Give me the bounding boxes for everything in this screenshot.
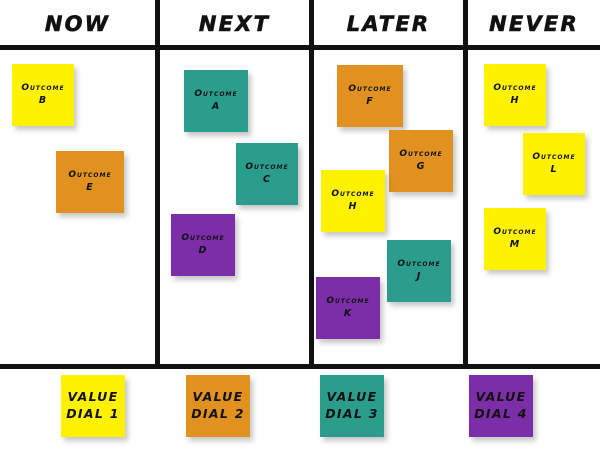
outcome-note-line1: Outcome <box>68 170 112 181</box>
value-dial-line2: DIAL 2 <box>191 406 245 421</box>
outcome-note-line1: Outcome <box>493 227 537 238</box>
value-dial-line1: VALUE <box>192 389 244 405</box>
value-dial-line1: VALUE <box>67 389 119 405</box>
outcome-note-line2: L <box>550 163 558 175</box>
outcome-note-line2: C <box>263 173 271 185</box>
column-divider-later-never <box>463 0 468 369</box>
outcome-note-line2: J <box>416 270 422 282</box>
outcome-note-line2: G <box>416 160 426 172</box>
outcome-note-line2: K <box>343 307 353 319</box>
outcome-note-line2: A <box>211 100 221 112</box>
column-header-never: NEVER <box>489 12 579 37</box>
column-header-now: NOW <box>44 12 111 37</box>
outcome-note-line2: H <box>348 200 358 212</box>
outcome-note-line1: Outcome <box>493 83 537 94</box>
outcome-note-line1: Outcome <box>532 152 576 163</box>
outcome-note-line1: Outcome <box>348 84 392 95</box>
value-dial-line2: DIAL 4 <box>474 406 528 421</box>
footer-divider-line <box>0 364 600 369</box>
value-dial-line2: DIAL 1 <box>66 406 120 421</box>
column-divider-next-later <box>309 0 314 369</box>
column-divider-now-next <box>155 0 160 369</box>
outcome-note-line2: D <box>198 244 208 256</box>
outcome-note-line2: B <box>38 94 48 106</box>
outcome-note-line1: Outcome <box>21 83 65 94</box>
outcome-note-line2: M <box>509 238 521 250</box>
column-header-later: LATER <box>346 12 431 37</box>
outcome-note-line1: Outcome <box>397 259 441 270</box>
outcome-note-line2: E <box>86 181 94 193</box>
outcome-note-line1: Outcome <box>194 89 238 100</box>
outcome-note-line1: Outcome <box>326 296 370 307</box>
column-header-next: NEXT <box>198 12 271 37</box>
outcome-note-line1: Outcome <box>245 162 289 173</box>
value-dial-line2: DIAL 3 <box>325 406 379 421</box>
header-divider-line <box>0 45 600 50</box>
value-dial-line1: VALUE <box>326 389 378 405</box>
outcome-note-line1: Outcome <box>181 233 225 244</box>
outcome-note-line1: Outcome <box>399 149 443 160</box>
outcome-note-line1: Outcome <box>331 189 375 200</box>
value-dial-line1: VALUE <box>475 389 527 405</box>
outcome-note-line2: F <box>366 95 374 107</box>
outcome-note-line2: H <box>510 94 520 106</box>
